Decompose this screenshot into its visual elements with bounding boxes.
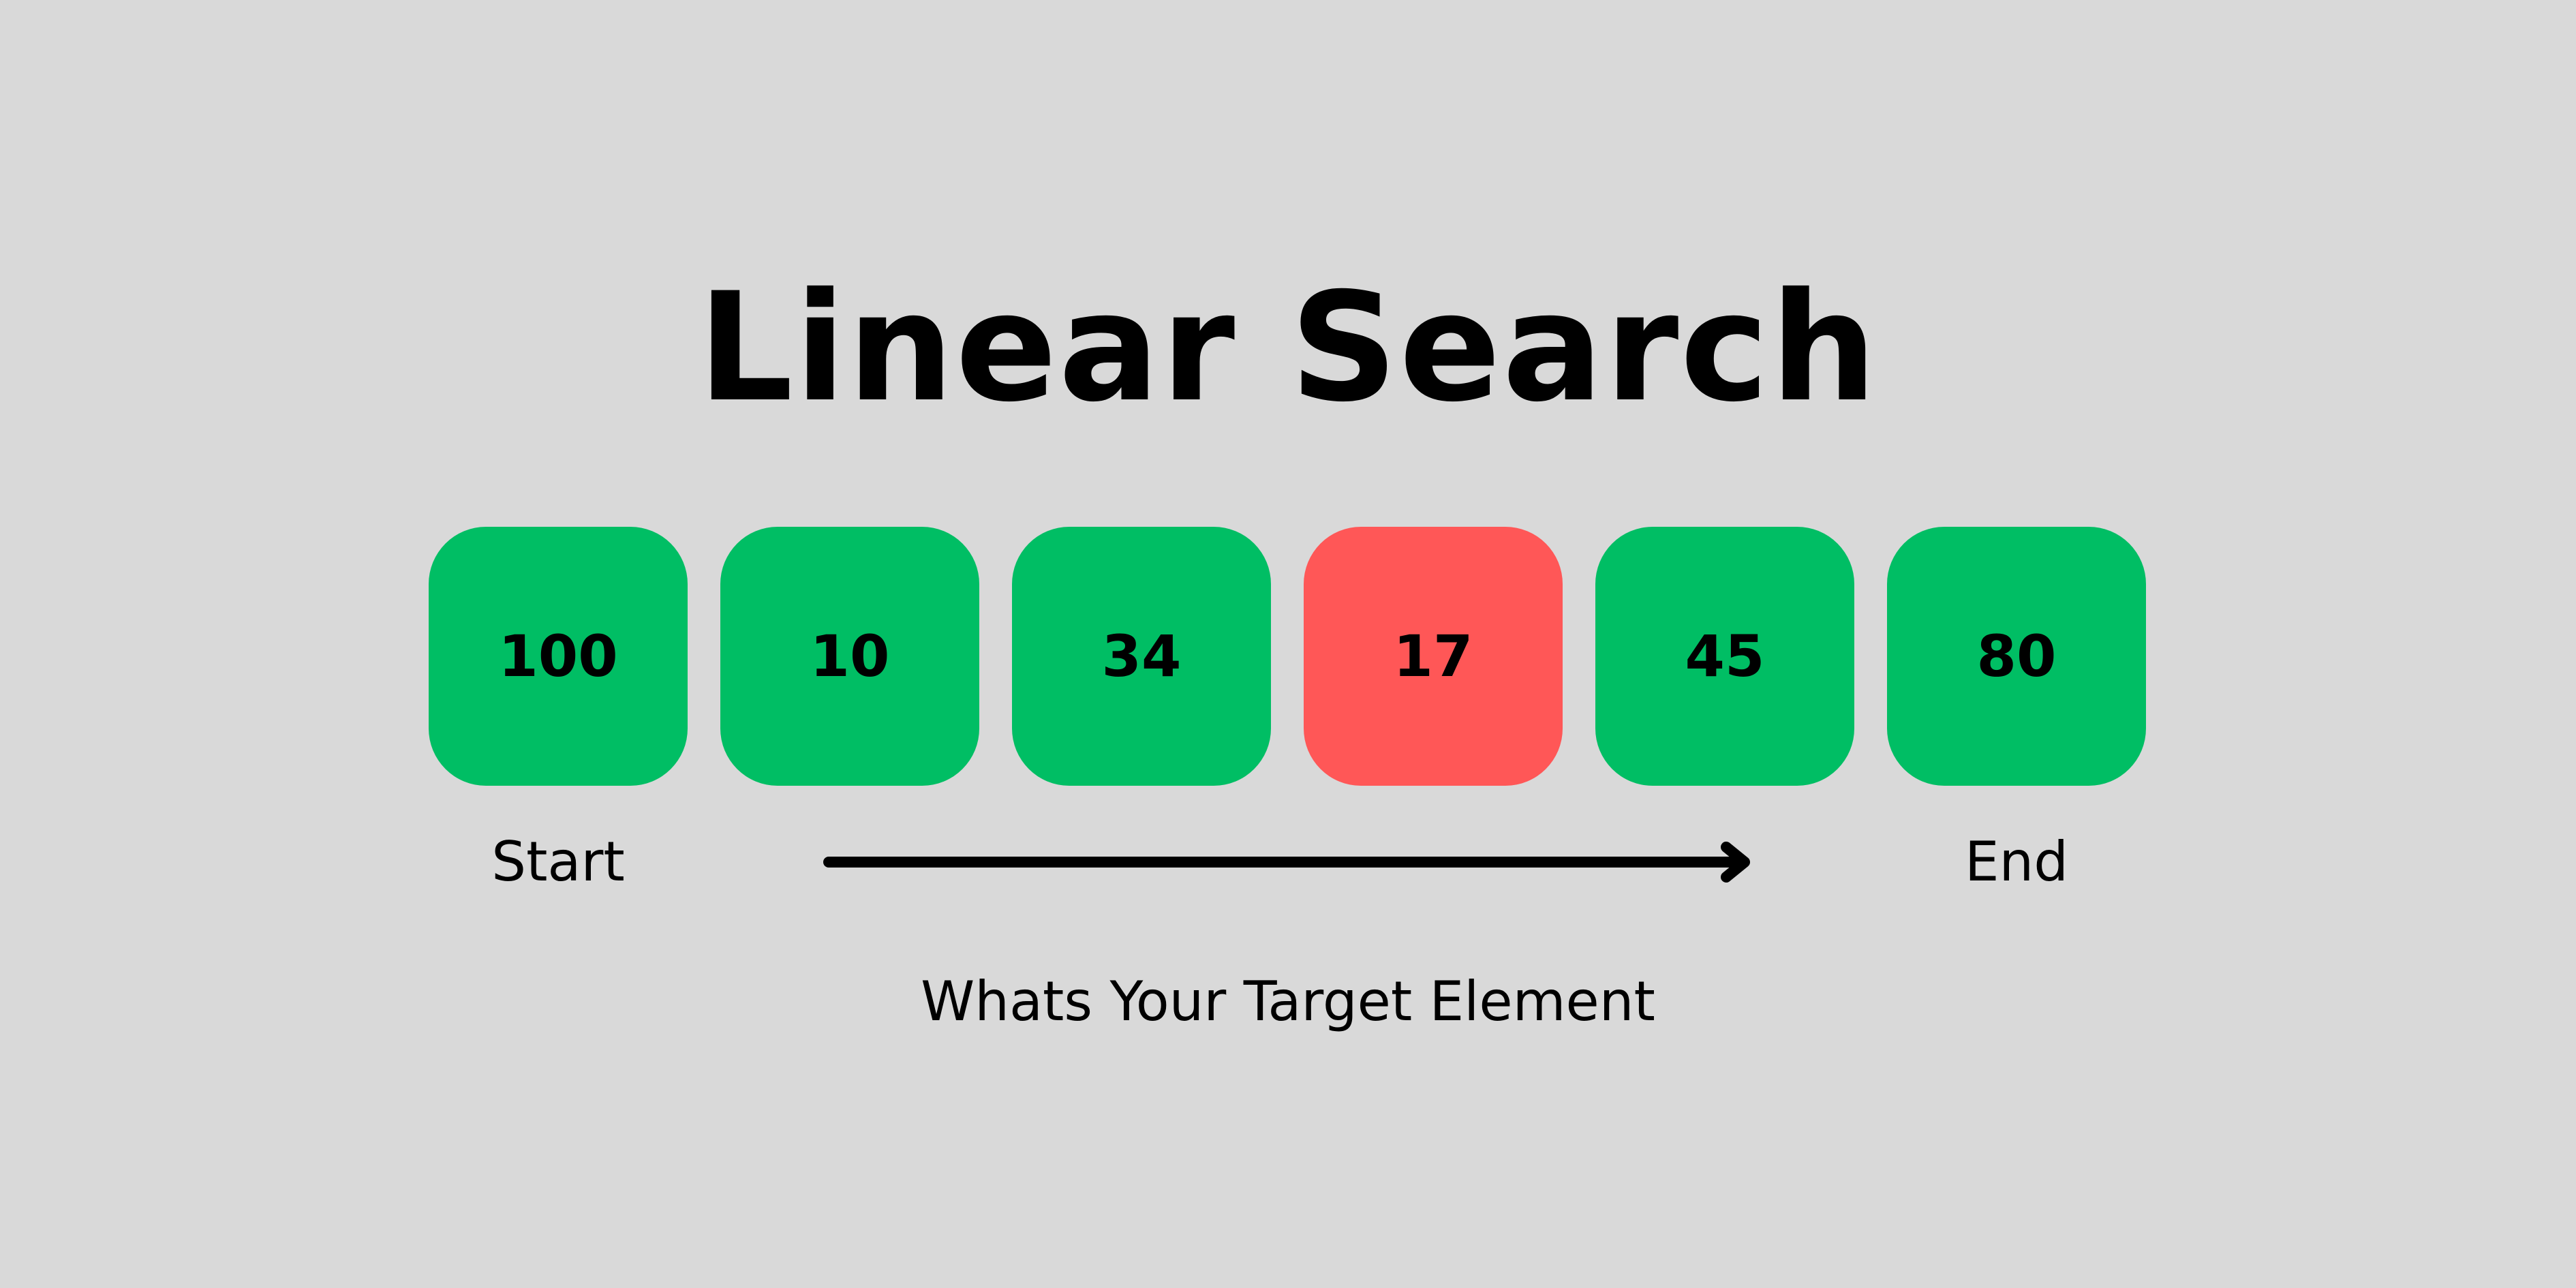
array-cell: 34 [1012, 527, 1271, 786]
target-prompt: Whats Your Target Element [921, 970, 1655, 1033]
array-cell: 100 [429, 527, 688, 786]
arrow-head-icon [1721, 842, 1750, 883]
array-cell: 10 [720, 527, 979, 786]
cell-value: 10 [810, 623, 890, 690]
array-cell: 80 [1887, 527, 2146, 786]
cell-value: 100 [498, 623, 618, 690]
array-cell-target: 17 [1304, 527, 1563, 786]
end-label: End [1964, 830, 2069, 893]
cell-value: 34 [1101, 623, 1182, 690]
cell-value: 45 [1685, 623, 1765, 690]
direction-arrow [823, 842, 1750, 883]
array-cell: 45 [1595, 527, 1854, 786]
diagram-title: Linear Search [697, 260, 1879, 435]
cell-value: 80 [1976, 623, 2057, 690]
start-label: Start [491, 830, 625, 893]
cell-value: 17 [1393, 623, 1473, 690]
